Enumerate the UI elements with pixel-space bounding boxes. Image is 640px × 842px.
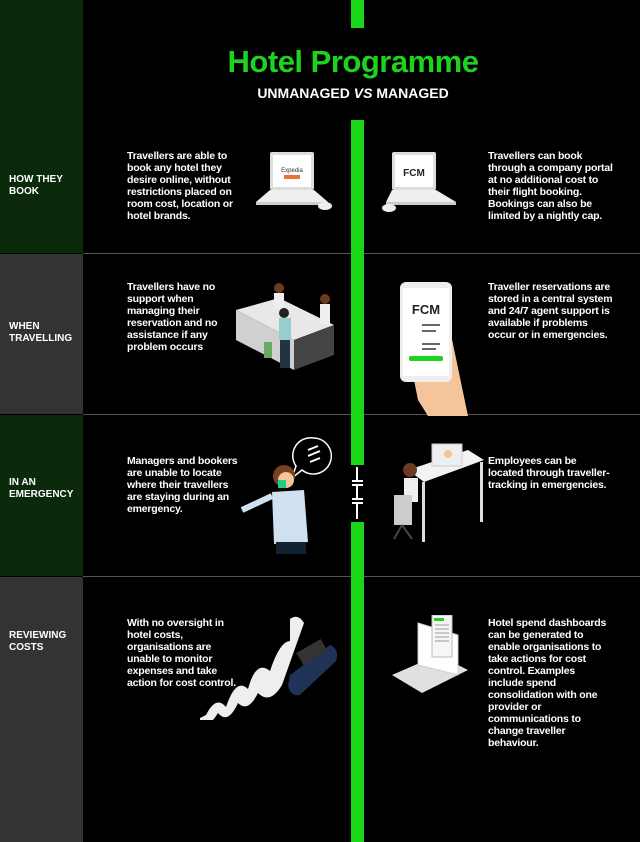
row-label-in-an-emergency: IN AN EMERGENCY (9, 477, 74, 500)
managed-text-travelling: Traveller reservations are stored in a c… (488, 281, 613, 341)
center-line (351, 0, 364, 28)
managed-text-emergency: Employees can be located through travell… (488, 455, 610, 491)
worried-manager-illustration (240, 436, 333, 554)
card-terminal-receipt-illustration (200, 616, 338, 720)
fcm-logo: FCM (412, 302, 440, 317)
row-label-reviewing-costs: REVIEWING COSTS (9, 630, 67, 653)
row-label-when-travelling: WHEN TRAVELLING (9, 321, 73, 344)
row-label-panel-costs (0, 577, 83, 842)
unmanaged-text-book: Travellers are able to book any hotel th… (127, 150, 233, 222)
row-label-panel-book (0, 0, 83, 253)
laptop-invoice-illustration (392, 615, 468, 693)
hotel-reception-illustration (236, 283, 334, 370)
broken-link-icon (352, 467, 363, 519)
phone-fcm-illustration: FCM (400, 282, 468, 416)
center-line (351, 120, 364, 465)
agent-tracking-desk-illustration (393, 443, 484, 542)
row-label-panel-emergency (0, 415, 83, 576)
unmanaged-text-costs: With no oversight in hotel costs, organi… (127, 617, 236, 689)
managed-text-book: Travellers can book through a company po… (488, 150, 613, 222)
laptop-fcm-illustration: FCM (382, 152, 456, 212)
laptop-expedia-illustration: Expedia (256, 152, 332, 210)
row-label-how-they-book: HOW THEY BOOK (9, 174, 63, 197)
center-line (351, 522, 364, 842)
unmanaged-text-travelling: Travellers have no support when managing… (127, 281, 218, 353)
expedia-logo: Expedia (281, 168, 303, 174)
unmanaged-text-emergency: Managers and bookers are unable to locat… (127, 455, 238, 515)
row-label-panel-travelling (0, 254, 83, 414)
managed-text-costs: Hotel spend dashboards can be generated … (488, 617, 607, 749)
page-subtitle: UNMANAGED VS MANAGED (160, 85, 546, 101)
subtitle-unmanaged: UNMANAGED (257, 85, 350, 101)
page-title: Hotel Programme (227, 44, 479, 79)
fcm-logo: FCM (403, 168, 425, 179)
subtitle-vs: VS (353, 85, 373, 101)
subtitle-managed: MANAGED (376, 85, 449, 101)
